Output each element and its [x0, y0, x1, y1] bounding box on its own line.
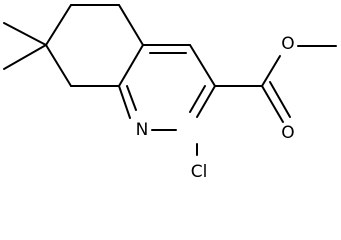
ester-oxygen-label: O [281, 34, 294, 54]
nitrogen-label: N [136, 120, 149, 140]
bond-c7-c8 [45, 44, 72, 87]
bond-c4a-c8a [118, 44, 144, 87]
pyridine-ring [118, 44, 216, 156]
bond-carbonyl-o-a [261, 85, 284, 123]
methyl-ester-group [214, 45, 337, 123]
bond-c3-c2 [196, 85, 216, 118]
bond-c4-c3 [189, 44, 216, 87]
bond-carbonyl-ester-o [261, 55, 281, 87]
bond-c4a-c5 [118, 4, 144, 46]
bond-methyl-upper [3, 22, 47, 46]
chlorine-label: Cl [191, 162, 208, 182]
bond-n1-c8a-inner [126, 85, 137, 111]
cyclohexene-ring [3, 4, 144, 87]
bond-c3-c2-inner [189, 85, 206, 113]
structure-diagram: N Cl O O [3, 4, 337, 182]
bond-c6-c7 [45, 4, 72, 46]
bond-carbonyl-o-b [269, 81, 291, 118]
bond-methyl-lower [3, 44, 47, 70]
carbonyl-oxygen-label: O [281, 123, 294, 143]
bond-n1-c8a [118, 85, 131, 119]
